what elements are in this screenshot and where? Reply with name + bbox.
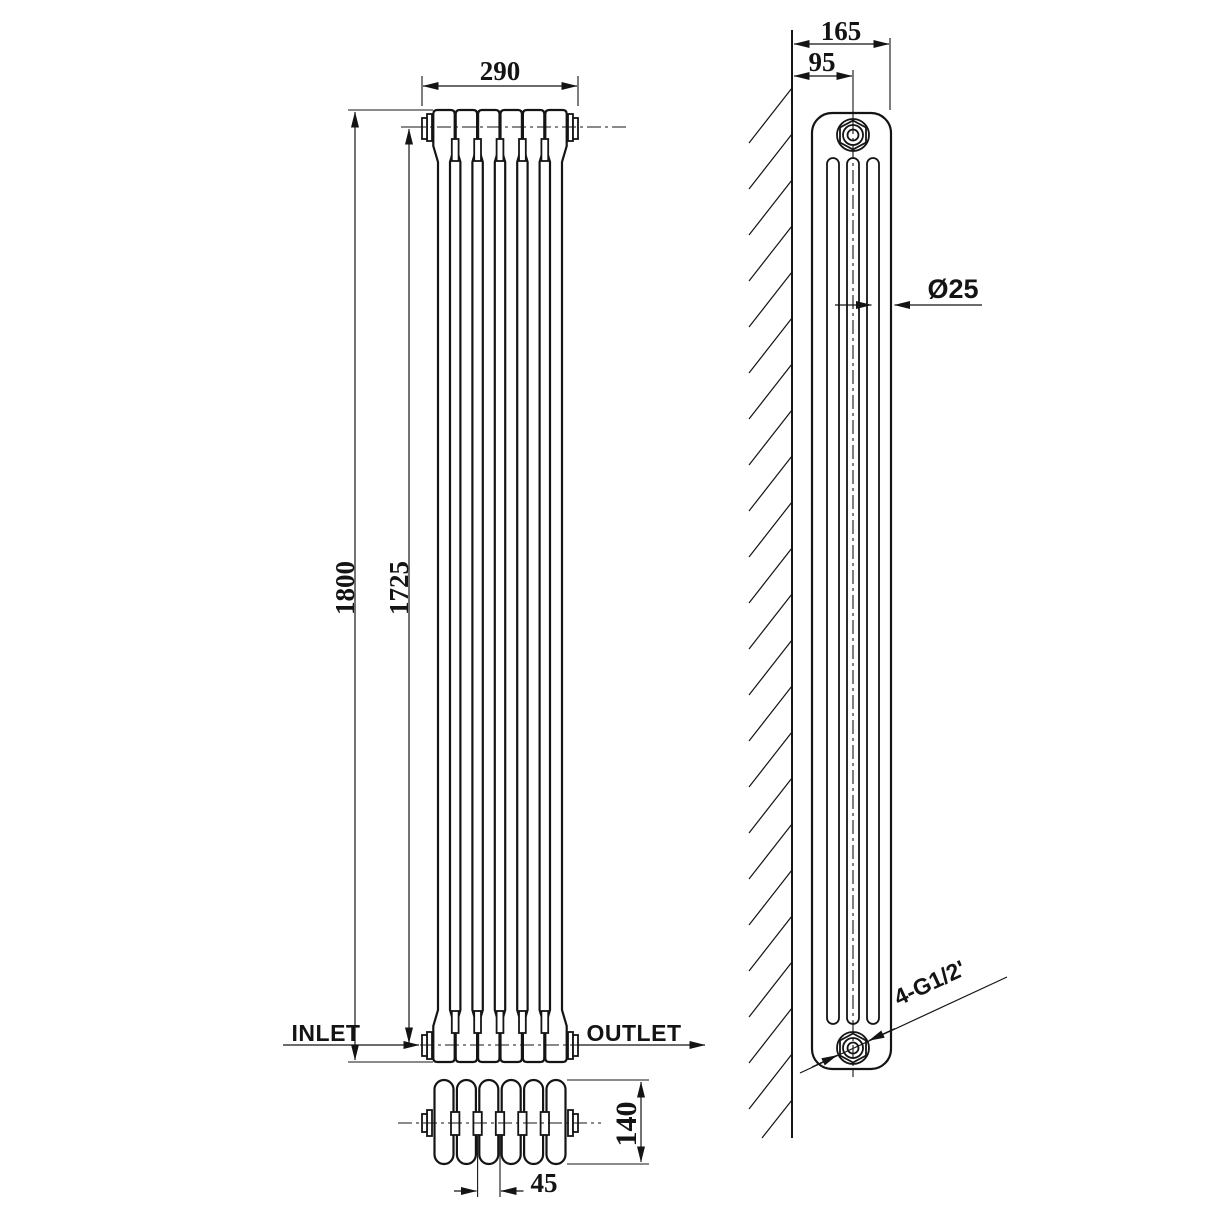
hatch-line	[748, 961, 793, 1018]
dim-pitch-label: 45	[531, 1168, 558, 1198]
hatch-line	[748, 363, 793, 420]
hatch-line	[748, 639, 793, 696]
dim-height-1800: 1800	[330, 109, 433, 1063]
section-joint	[473, 1010, 482, 1034]
hatch-line	[748, 179, 793, 236]
wall-hatching	[748, 87, 793, 1139]
dim-width-label: 290	[480, 56, 521, 86]
side-view: 165 95 Ø25 4-G1/2'	[748, 16, 1008, 1139]
outlet-label: OUTLET	[587, 1020, 682, 1046]
leader-arrow	[811, 1054, 838, 1068]
hatch-line	[748, 501, 793, 558]
front-radiator-body	[421, 108, 579, 1064]
section-joint	[450, 138, 460, 162]
thread-label: 4-G1/2'	[890, 955, 970, 1011]
dim-height-label: 1800	[330, 561, 360, 615]
section-joint	[518, 138, 527, 162]
top-connection-fitting	[836, 118, 870, 152]
hatch-line	[748, 869, 793, 926]
side-body-outline	[810, 111, 893, 1071]
dim-depth-label: 140	[610, 1102, 643, 1147]
radiator-column	[544, 108, 568, 1064]
dim-diameter-label: Ø25	[927, 274, 978, 304]
dim-depth-165: 165	[793, 16, 891, 110]
radiator-column	[521, 108, 546, 1064]
dim-165-label: 165	[821, 16, 862, 46]
radiator-column	[477, 108, 501, 1064]
dim-width-290: 290	[421, 56, 579, 106]
outlet-annotation: OUTLET	[578, 1020, 706, 1049]
hatch-line	[748, 1053, 793, 1110]
bushing	[572, 117, 579, 140]
radiator-column	[499, 108, 523, 1064]
column-slot	[866, 157, 880, 1025]
section-joint	[540, 138, 550, 162]
inlet-label: INLET	[292, 1020, 361, 1046]
leader-arrow	[868, 1027, 896, 1042]
section-joint	[450, 1010, 460, 1034]
hatch-line	[748, 271, 793, 328]
inlet-annotation: INLET	[283, 1020, 420, 1049]
dim-wall-95: 95	[793, 47, 854, 122]
hatch-line	[748, 1007, 793, 1064]
hatch-line	[748, 409, 793, 466]
bushing	[421, 117, 428, 140]
hatch-line	[748, 547, 793, 604]
hatch-line	[748, 915, 793, 972]
hatch-line	[748, 87, 793, 144]
column-slot	[826, 157, 840, 1025]
hatch-line	[748, 685, 793, 742]
hatch-line	[748, 731, 793, 788]
section-joint	[540, 1010, 550, 1034]
section-joint	[518, 1010, 527, 1034]
radiator-column	[432, 108, 456, 1064]
hatch-line	[748, 777, 793, 834]
hatch-line	[748, 823, 793, 880]
radiator-column	[454, 108, 479, 1064]
hatch-line	[748, 455, 793, 512]
dim-column-diameter: Ø25	[835, 274, 982, 309]
plan-view: 140 45	[398, 1078, 649, 1198]
hatch-line	[748, 317, 793, 374]
dim-centres-label: 1725	[384, 561, 414, 615]
hatch-line	[761, 1099, 793, 1139]
hatch-line	[748, 225, 793, 282]
side-radiator-body	[810, 111, 893, 1071]
front-view: 290 1800 1725 INLET OUTLET	[283, 56, 706, 1064]
dim-centres-1725: 1725	[384, 126, 422, 1044]
hatch-line	[748, 133, 793, 190]
dim-95-label: 95	[809, 47, 836, 77]
dim-pitch-45: 45	[454, 1136, 558, 1198]
hatch-line	[748, 593, 793, 650]
section-joint	[495, 138, 505, 162]
section-joint	[495, 1010, 505, 1034]
dim-depth-140: 140	[567, 1079, 649, 1165]
section-joint	[473, 138, 482, 162]
